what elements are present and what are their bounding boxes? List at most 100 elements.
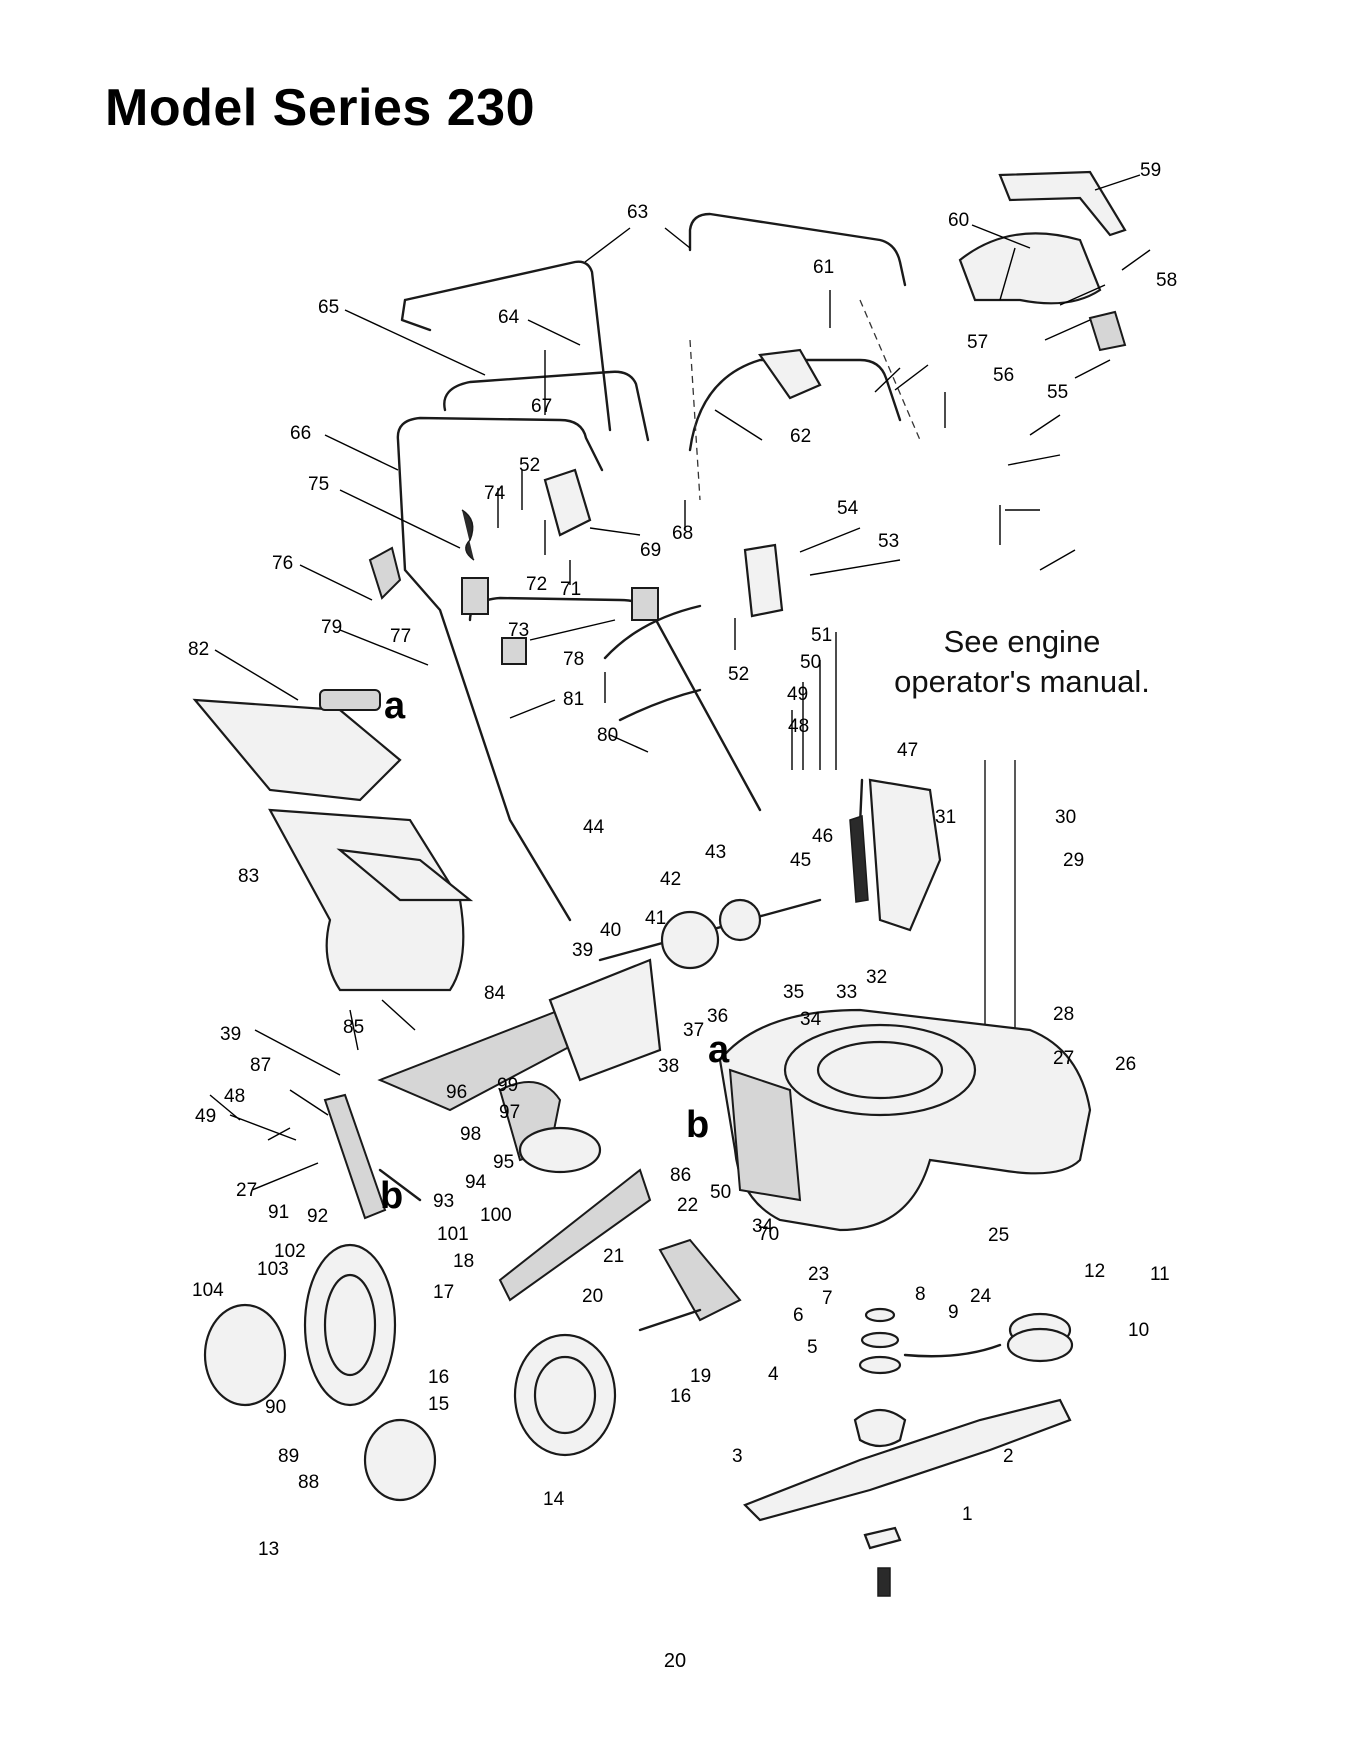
callout: 20 [582,1286,603,1307]
callout: 22 [677,1195,698,1216]
latch-lower-part [501,637,527,665]
callout: 61 [813,257,834,278]
callout: 34 [800,1009,822,1030]
callout: 66 [290,423,311,444]
rear-deflector-hinge [1088,310,1127,352]
callout: 71 [560,579,581,600]
callout: 68 [672,523,693,544]
callout: 45 [790,850,811,871]
callout: 74 [484,483,506,504]
engine-manual-note: See engine operator's manual. [862,622,1182,702]
callout: 38 [658,1056,679,1077]
switch-box [743,543,784,618]
callout: 91 [268,1202,289,1223]
callout: 94 [465,1172,487,1193]
front-axle-bolt [638,1308,702,1332]
callout: 62 [790,426,811,447]
callout: 19 [690,1366,711,1387]
callout: 27 [236,1180,257,1201]
callout: 12 [1084,1261,1105,1282]
rear-deflector-body [958,232,1102,305]
callout: 56 [993,365,1014,386]
deflector-shield [498,1168,652,1302]
callout: 60 [948,210,969,231]
callout: 17 [433,1282,454,1303]
upper-handle-left [400,260,612,432]
callout: 104 [192,1280,224,1301]
note-line: See engine [943,624,1101,659]
latch-part [631,587,659,621]
callout: 35 [783,982,804,1003]
callout: 52 [728,664,749,685]
callout: 5 [807,1337,818,1358]
rear-axle-rod [378,1168,422,1202]
callout: 26 [1115,1054,1136,1075]
grass-bag-body [268,808,465,992]
callout: 78 [563,649,584,670]
callout: 16 [428,1367,449,1388]
callout: 49 [195,1106,216,1127]
callout: 44 [583,817,605,838]
callout: 36 [707,1006,728,1027]
callout: 58 [1156,270,1177,291]
callout: 50 [710,1182,731,1203]
callout: 96 [446,1082,467,1103]
callout: 98 [460,1124,481,1145]
deck-engine-ring-inner [816,1040,944,1100]
callout: 13 [258,1539,279,1560]
callout: 93 [433,1191,454,1212]
callout: 53 [878,531,899,552]
callout: 29 [1063,850,1084,871]
callout: 43 [705,842,726,863]
spring-part [461,509,475,561]
callout: 51 [811,625,832,646]
callout: 47 [897,740,918,761]
callout: 87 [250,1055,271,1076]
letter-marker: b [380,1175,403,1217]
callout: 48 [788,716,809,737]
callout: 100 [480,1205,512,1226]
part-drawings [192,170,1127,1597]
drive-housing [548,958,662,1082]
callout: 30 [1055,807,1076,828]
callout: 73 [508,620,529,641]
callout: 57 [967,332,988,353]
callout: 64 [498,307,520,328]
callout: 39 [572,940,593,961]
callout: 21 [603,1246,624,1267]
callout: 3 [732,1446,743,1467]
callout: 65 [318,297,339,318]
leader-lines [209,174,1151,1191]
callout: 55 [1047,382,1068,403]
callout: 86 [670,1165,691,1186]
callout: 2 [1003,1446,1014,1467]
callout: 63 [627,202,648,223]
discharge-chute [728,1068,802,1202]
rear-deflector-top [998,170,1127,237]
letter-markers: a a b b [380,685,730,1217]
callout: 76 [272,553,293,574]
callout: 54 [837,498,859,519]
callout: 34 [752,1216,774,1237]
callout: 69 [640,540,661,561]
callout: 88 [298,1472,319,1493]
page-number: 20 [663,1650,687,1672]
callout: 83 [238,866,259,887]
callout: 42 [660,869,681,890]
callout: 8 [915,1284,926,1305]
callout: 97 [499,1102,520,1123]
rear-wheel-hub [323,1273,377,1377]
callout: 32 [866,967,887,988]
mulch-plug-base [518,1126,602,1174]
callout: 77 [390,626,411,647]
callout: 9 [948,1302,959,1323]
callout: 84 [484,983,506,1004]
callout: 37 [683,1020,704,1041]
front-height-bracket [658,1238,742,1322]
upper-handle-right [688,212,907,287]
callout: 40 [600,920,621,941]
callout-labels: 1 2 3 4 5 6 7 8 9 10 11 12 13 14 15 16 1… [188,160,1177,1560]
callout: 16 [670,1386,691,1407]
callout: 92 [307,1206,328,1227]
drive-belt [903,1343,1002,1358]
